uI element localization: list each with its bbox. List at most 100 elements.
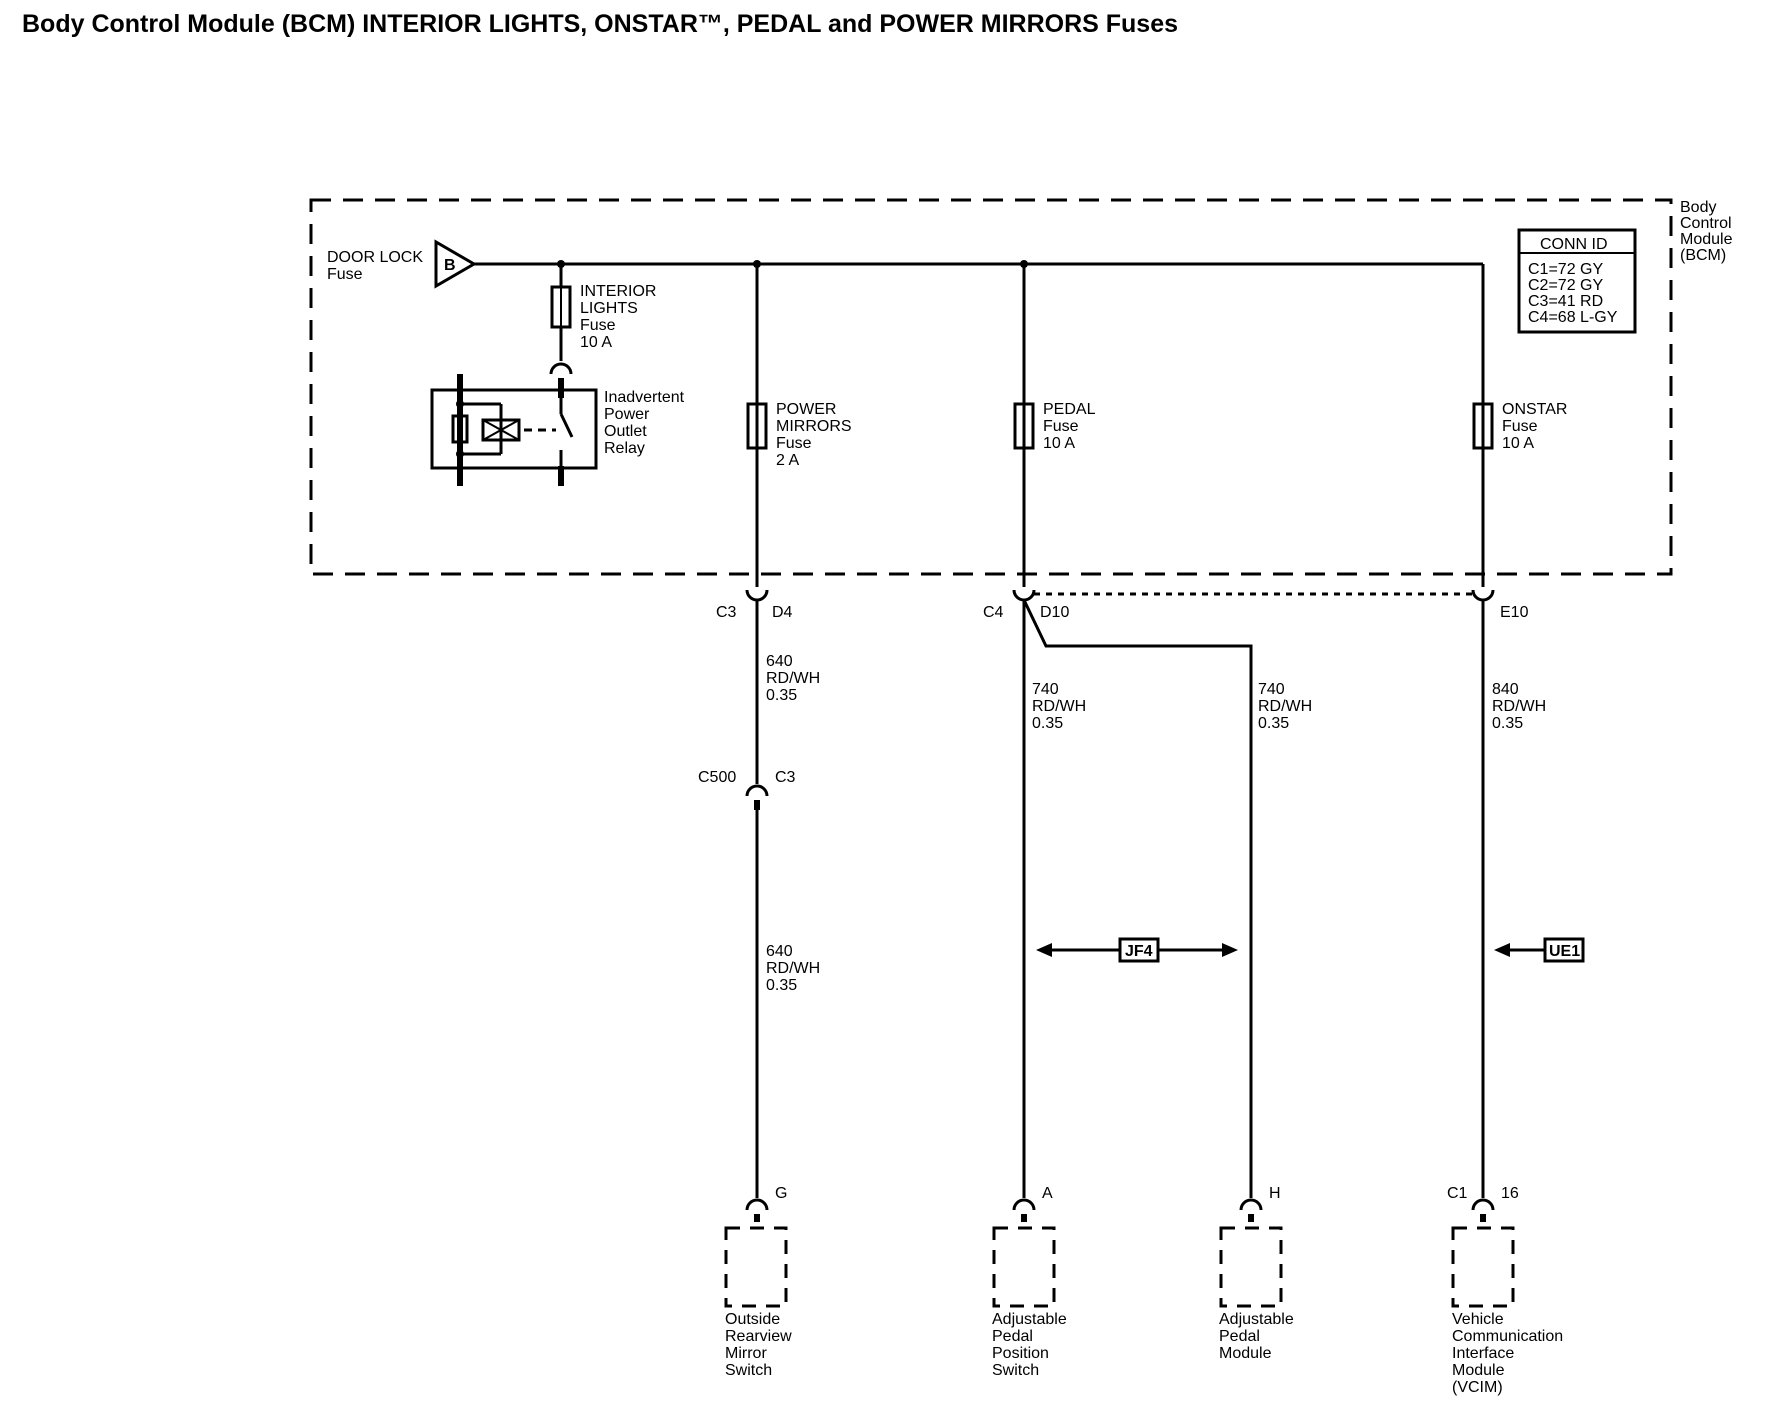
svg-text:(VCIM): (VCIM): [1452, 1379, 1503, 1396]
svg-text:Relay: Relay: [604, 440, 645, 457]
connector-h-icon: [1239, 1198, 1263, 1211]
svg-text:2 A: 2 A: [776, 452, 799, 469]
connector-label: C3: [775, 769, 796, 786]
svg-text:Control: Control: [1680, 215, 1732, 232]
svg-text:Fuse: Fuse: [327, 266, 363, 283]
wire-740-module: [1022, 599, 1253, 1198]
svg-text:RD/WH: RD/WH: [766, 960, 820, 977]
svg-text:10 A: 10 A: [1502, 435, 1534, 452]
conn-id-row: C4=68 L-GY: [1528, 309, 1618, 326]
jf4-reference: JF4: [1036, 937, 1238, 963]
adjustable-pedal-position-switch-label: Adjustable Pedal Position Switch: [992, 1311, 1067, 1379]
arrow-right-icon: [1222, 943, 1238, 957]
svg-text:640: 640: [766, 943, 793, 960]
relay-label: Inadvertent Power Outlet Relay: [604, 389, 685, 457]
arrow-left-icon: [1036, 943, 1052, 957]
ue1-reference: UE1: [1494, 937, 1585, 963]
svg-text:Fuse: Fuse: [1043, 418, 1079, 435]
svg-text:(BCM): (BCM): [1680, 247, 1726, 264]
connector-label: 16: [1501, 1185, 1519, 1202]
connector-e10-icon: [1471, 589, 1495, 602]
conn-id-row: C2=72 GY: [1528, 277, 1603, 294]
svg-text:Module: Module: [1680, 231, 1733, 248]
svg-text:RD/WH: RD/WH: [1032, 698, 1086, 715]
svg-text:Fuse: Fuse: [580, 317, 616, 334]
svg-text:Pedal: Pedal: [992, 1328, 1033, 1345]
svg-text:RD/WH: RD/WH: [766, 670, 820, 687]
svg-text:Outlet: Outlet: [604, 423, 647, 440]
svg-text:740: 740: [1258, 681, 1285, 698]
svg-text:POWER: POWER: [776, 401, 836, 418]
vcim-label: Vehicle Communication Interface Module (…: [1452, 1311, 1563, 1396]
bcm-label: Body Control Module (BCM): [1680, 199, 1733, 264]
outside-rearview-mirror-switch-box: [724, 1226, 788, 1308]
svg-text:Power: Power: [604, 406, 650, 423]
svg-text:0.35: 0.35: [1258, 715, 1289, 732]
conn-id-table: CONN ID C1=72 GY C2=72 GY C3=41 RD C4=68…: [1517, 228, 1637, 334]
connector-g-icon: [745, 1198, 769, 1211]
svg-text:Switch: Switch: [725, 1362, 772, 1379]
bcm-boundary: [309, 198, 1673, 576]
interior-lights-fuse-label: INTERIOR LIGHTS Fuse 10 A: [580, 283, 656, 351]
wire-640-lower-label: 640 RD/WH 0.35: [766, 943, 820, 994]
connector-label: C3: [716, 604, 737, 621]
pedal-fuse-label: PEDAL Fuse 10 A: [1043, 401, 1096, 452]
svg-text:Outside: Outside: [725, 1311, 780, 1328]
inadvertent-power-outlet-relay: [430, 374, 598, 486]
connector-label: D4: [772, 604, 793, 621]
jf4-label: JF4: [1125, 943, 1153, 960]
connector-a-icon: [1012, 1198, 1036, 1211]
svg-text:640: 640: [766, 653, 793, 670]
svg-text:LIGHTS: LIGHTS: [580, 300, 638, 317]
wire-640-label: 640 RD/WH 0.35: [766, 653, 820, 704]
svg-text:Fuse: Fuse: [776, 435, 812, 452]
feed-symbol: B: [444, 257, 456, 274]
svg-text:0.35: 0.35: [766, 687, 797, 704]
connector-label: D10: [1040, 604, 1069, 621]
conn-id-row: C3=41 RD: [1528, 293, 1603, 310]
svg-text:Module: Module: [1452, 1362, 1505, 1379]
svg-text:DOOR LOCK: DOOR LOCK: [327, 249, 423, 266]
svg-text:10 A: 10 A: [1043, 435, 1075, 452]
svg-text:Rearview: Rearview: [725, 1328, 792, 1345]
wire-740-module-label: 740 RD/WH 0.35: [1258, 681, 1312, 732]
connector-c1-16-icon: [1471, 1198, 1495, 1211]
svg-text:MIRRORS: MIRRORS: [776, 418, 852, 435]
adjustable-pedal-module-box: [1219, 1226, 1283, 1308]
page-title: Body Control Module (BCM) INTERIOR LIGHT…: [22, 10, 1178, 38]
conn-id-row: C1=72 GY: [1528, 261, 1603, 278]
svg-text:10 A: 10 A: [580, 334, 612, 351]
connector-label: A: [1042, 1185, 1053, 1202]
relay-connector-icon: [549, 362, 573, 375]
ue1-label: UE1: [1549, 943, 1580, 960]
connector-label: H: [1269, 1185, 1281, 1202]
adjustable-pedal-module-label: Adjustable Pedal Module: [1219, 1311, 1294, 1362]
svg-text:RD/WH: RD/WH: [1492, 698, 1546, 715]
onstar-fuse-label: ONSTAR Fuse 10 A: [1502, 401, 1567, 452]
connector-c4-d10-icon: [1012, 589, 1036, 602]
svg-text:Body: Body: [1680, 199, 1716, 216]
svg-text:740: 740: [1032, 681, 1059, 698]
svg-text:Mirror: Mirror: [725, 1345, 767, 1362]
svg-text:0.35: 0.35: [1032, 715, 1063, 732]
connector-label: C4: [983, 604, 1004, 621]
svg-text:INTERIOR: INTERIOR: [580, 283, 656, 300]
outside-rearview-mirror-switch-label: Outside Rearview Mirror Switch: [725, 1311, 792, 1379]
svg-text:0.35: 0.35: [766, 977, 797, 994]
power-mirrors-fuse-label: POWER MIRRORS Fuse 2 A: [776, 401, 852, 469]
connector-c3-d4-icon: [745, 589, 769, 602]
svg-text:Vehicle: Vehicle: [1452, 1311, 1504, 1328]
svg-text:Switch: Switch: [992, 1362, 1039, 1379]
svg-text:Communication: Communication: [1452, 1328, 1563, 1345]
svg-text:Module: Module: [1219, 1345, 1272, 1362]
connector-label: C1: [1447, 1185, 1468, 1202]
feed-triangle-icon: [434, 239, 477, 289]
wire-840-label: 840 RD/WH 0.35: [1492, 681, 1546, 732]
svg-text:Fuse: Fuse: [1502, 418, 1538, 435]
arrow-left-icon: [1494, 943, 1510, 957]
svg-text:RD/WH: RD/WH: [1258, 698, 1312, 715]
door-lock-fuse-feed: DOOR LOCK Fuse B: [327, 239, 477, 289]
adjustable-pedal-position-switch-box: [992, 1226, 1056, 1308]
vcim-box: [1451, 1226, 1515, 1308]
